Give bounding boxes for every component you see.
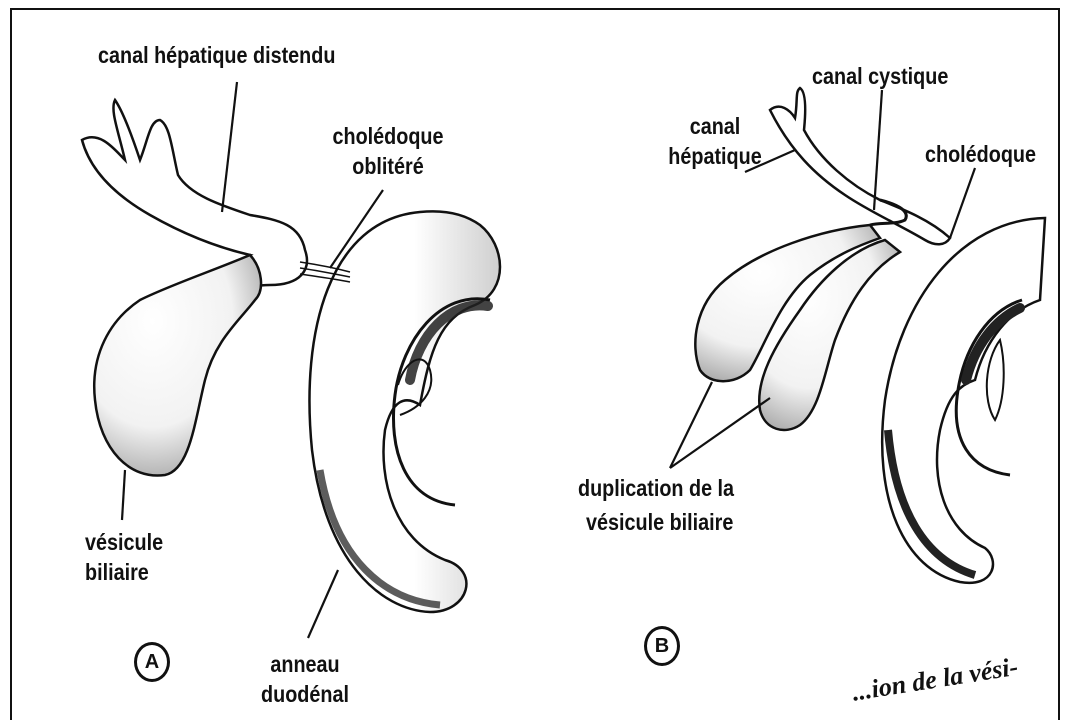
label-duplication-b-line1: duplication de la [578, 474, 734, 502]
label-hepatic-duct-a: canal hépatique distendu [98, 41, 335, 69]
panel-tag-a: A [134, 642, 170, 682]
leader-cystic-duct-b [874, 90, 882, 210]
label-duodenal-ring-a-line2: duodénal [253, 680, 356, 708]
leader-duodenal-ring-a [308, 570, 338, 638]
label-duplication-b-line2: vésicule biliaire [586, 508, 733, 536]
leader-duplication-upper-b [670, 382, 712, 468]
hepatic-duct-b [770, 88, 950, 244]
label-cystic-duct-b: canal cystique [812, 62, 948, 90]
label-gallbladder-a-line2: biliaire [85, 558, 149, 586]
leader-hepatic-duct-a [222, 82, 237, 212]
label-bile-duct-a-line2: oblitéré [328, 152, 448, 180]
duodenal-ring-a [309, 211, 500, 612]
duodenal-ring-b [882, 218, 1045, 583]
label-hepatic-duct-b-line2: hépatique [659, 142, 771, 170]
gallbladder-a [94, 255, 261, 476]
leader-gallbladder-a [122, 470, 125, 520]
label-gallbladder-a-line1: vésicule [85, 528, 163, 556]
label-bile-duct-a-line1: cholédoque [328, 122, 448, 150]
hepatic-duct-a [82, 100, 307, 300]
papilla-b [987, 340, 1004, 420]
label-duodenal-ring-a-line1: anneau [253, 650, 356, 678]
leader-duplication-lower-b [670, 398, 770, 468]
label-bile-duct-b: cholédoque [925, 140, 1036, 168]
leader-bile-duct-b [950, 168, 975, 238]
panel-tag-b: B [644, 626, 680, 666]
label-hepatic-duct-b-line1: canal [659, 112, 771, 140]
